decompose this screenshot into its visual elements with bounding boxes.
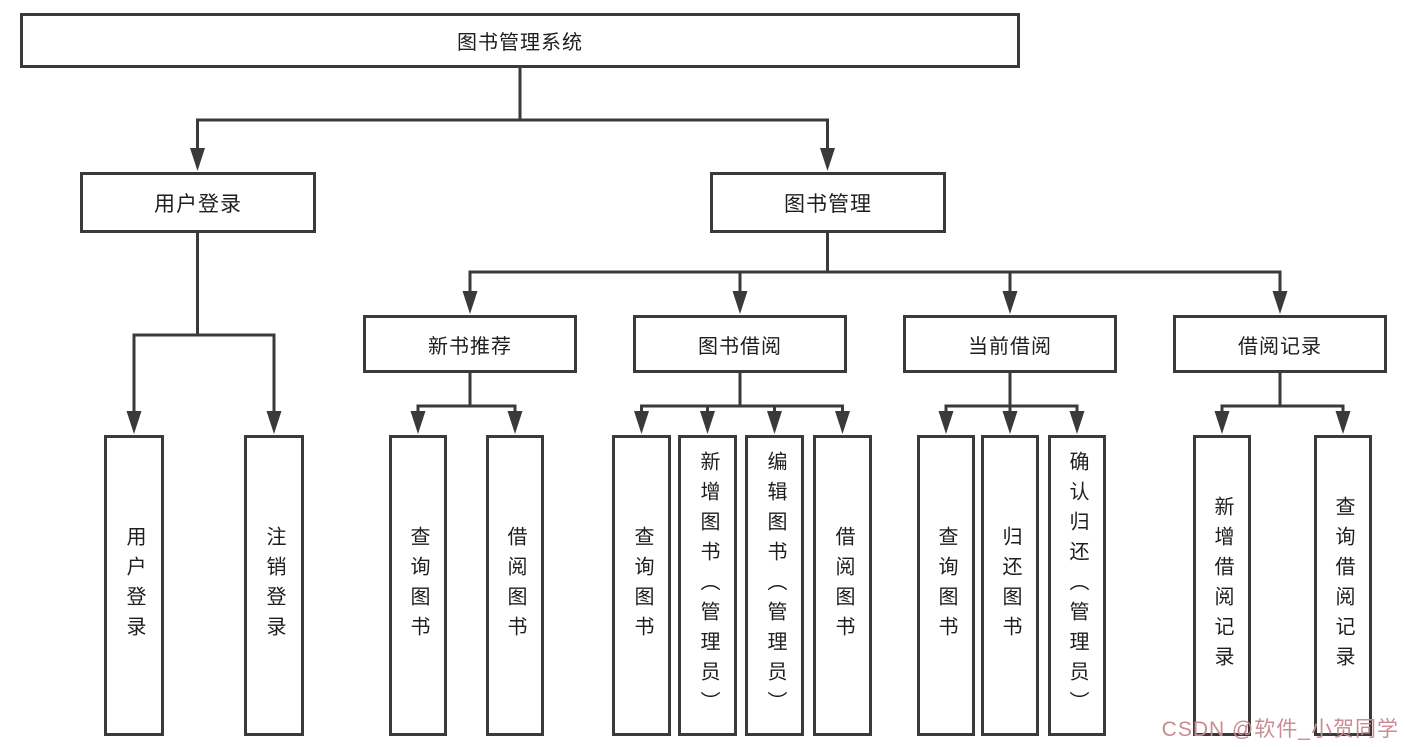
leaf-add-borrow-record: 新增借阅记录 — [1193, 435, 1251, 736]
leaf-query-books-current: 查询图书 — [917, 435, 975, 736]
arrowhead — [1069, 411, 1085, 434]
leaf-logout: 注销登录 — [244, 435, 304, 736]
node-current-borrowing: 当前借阅 — [903, 315, 1117, 373]
connector-user-login-children — [132, 232, 276, 414]
node-library-management-system: 图书管理系统 — [20, 13, 1020, 68]
csdn-watermark: CSDN @软件_小贺同学 — [1161, 718, 1399, 741]
connector-current-borrow-children — [944, 373, 1079, 414]
arrowhead — [1335, 411, 1351, 434]
arrowhead — [507, 411, 523, 434]
node-new-book-recommendation: 新书推荐 — [363, 315, 577, 373]
leaf-edit-books-admin: 编辑图书（管理员） — [745, 435, 804, 736]
arrowhead — [634, 411, 649, 434]
leaf-add-books-admin: 新增图书（管理员） — [678, 435, 737, 736]
arrowhead — [700, 411, 715, 434]
leaf-query-books-recommend: 查询图书 — [389, 435, 447, 736]
arrowhead — [126, 411, 142, 434]
arrowhead — [835, 411, 850, 434]
node-book-borrowing: 图书借阅 — [633, 315, 847, 373]
leaf-return-books: 归还图书 — [981, 435, 1039, 736]
connector-book-mgmt-children — [468, 232, 1282, 294]
node-user-login: 用户登录 — [80, 172, 316, 233]
node-book-management: 图书管理 — [710, 172, 946, 233]
arrowhead — [1002, 291, 1018, 314]
arrowhead — [190, 148, 205, 171]
node-borrowing-records: 借阅记录 — [1173, 315, 1387, 373]
arrowhead — [767, 411, 782, 434]
leaf-query-borrow-record: 查询借阅记录 — [1314, 435, 1372, 736]
arrowhead — [1002, 411, 1018, 434]
leaf-borrow-books-recommend: 借阅图书 — [486, 435, 544, 736]
arrowhead — [820, 148, 835, 171]
arrowhead — [1272, 291, 1288, 314]
leaf-confirm-return-admin: 确认归还（管理员） — [1048, 435, 1106, 736]
leaf-user-login: 用户登录 — [104, 435, 164, 736]
arrowhead — [266, 411, 282, 434]
connector-new-book-rec-children — [416, 373, 517, 414]
connector-book-borrow-children — [640, 373, 844, 414]
arrowhead — [410, 411, 426, 434]
leaf-borrow-books: 借阅图书 — [813, 435, 872, 736]
arrowhead — [1214, 411, 1230, 434]
arrowhead — [938, 411, 954, 434]
leaf-query-books-borrow: 查询图书 — [612, 435, 671, 736]
arrowhead — [462, 291, 478, 314]
connector-borrow-records-children — [1220, 373, 1345, 414]
arrowhead — [732, 291, 748, 314]
connector-root-to-level2 — [196, 68, 829, 152]
